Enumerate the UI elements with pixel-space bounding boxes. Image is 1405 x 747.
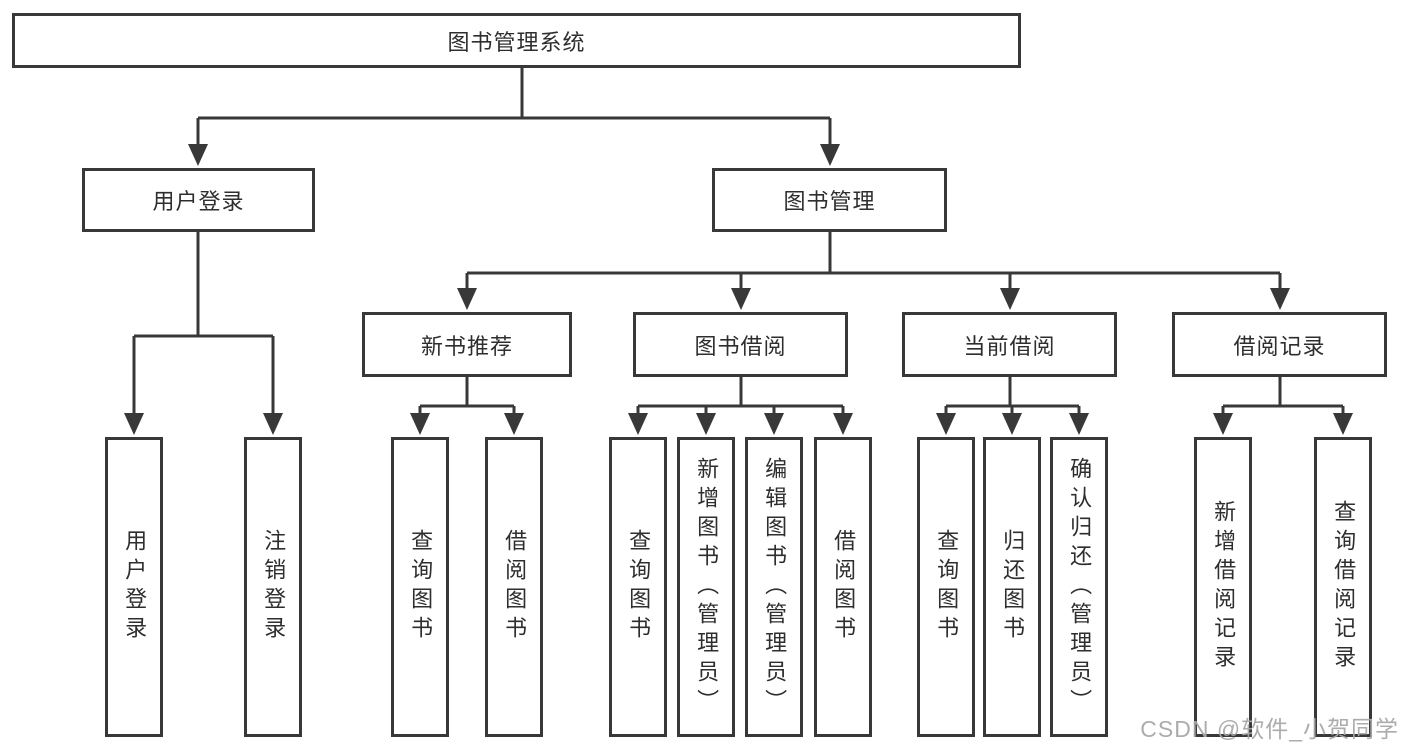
node-label: 注销登录 <box>261 529 287 645</box>
node-label: 借阅记录 <box>1233 333 1326 359</box>
arrow-down-icon <box>1002 413 1022 435</box>
arrow-down-icon <box>504 413 524 435</box>
leaf-edit-books-admin: 编辑图书（管理员） <box>745 437 803 737</box>
node-label: 归还图书 <box>1000 529 1026 645</box>
node-label: 查询图书 <box>626 529 652 645</box>
node-label: 当前借阅 <box>963 333 1056 359</box>
node-label: 查询图书 <box>408 529 434 645</box>
node-label: 查询图书 <box>934 529 960 645</box>
leaf-user-login: 用户登录 <box>105 437 163 737</box>
node-label: 用户登录 <box>122 529 148 645</box>
node-label: 图书管理系统 <box>447 29 586 55</box>
arrow-down-icon <box>124 413 144 435</box>
arrow-down-icon <box>764 413 784 435</box>
arrow-down-icon <box>820 144 840 166</box>
leaf-query-books-current: 查询图书 <box>917 437 975 737</box>
leaf-borrow-books-recommend: 借阅图书 <box>485 437 543 737</box>
connector-current-to-leaves <box>944 377 1081 416</box>
leaf-query-books-borrowing: 查询图书 <box>609 437 667 737</box>
node-label: 借阅图书 <box>831 529 857 645</box>
node-new-book-recommend: 新书推荐 <box>362 312 572 377</box>
arrow-down-icon <box>1069 413 1089 435</box>
node-label: 用户登录 <box>152 189 245 214</box>
arrowheads-group <box>124 144 1353 435</box>
connector-newbook-to-leaves <box>418 377 516 416</box>
node-label: 新增借阅记录 <box>1211 500 1237 674</box>
node-label: 借阅图书 <box>502 529 528 645</box>
leaf-return-books: 归还图书 <box>983 437 1041 737</box>
node-label: 新书推荐 <box>420 333 513 359</box>
arrow-down-icon <box>696 413 716 435</box>
node-label: 图书借阅 <box>694 333 787 359</box>
node-borrowing-records: 借阅记录 <box>1172 312 1387 377</box>
node-label: 查询借阅记录 <box>1331 500 1357 674</box>
node-label: 新增图书（管理员） <box>694 456 720 718</box>
arrow-down-icon <box>188 144 208 166</box>
csdn-watermark: CSDN @软件_小贺同学 <box>1140 716 1399 742</box>
connector-login-to-leaves <box>132 232 275 416</box>
node-book-management: 图书管理 <box>712 168 947 232</box>
node-label: 编辑图书（管理员） <box>762 456 788 718</box>
arrow-down-icon <box>1270 288 1290 310</box>
arrow-down-icon <box>410 413 430 435</box>
connector-borrowing-to-leaves <box>636 377 845 416</box>
arrow-down-icon <box>263 413 283 435</box>
leaf-borrow-books-borrowing: 借阅图书 <box>814 437 872 737</box>
leaf-confirm-return-admin: 确认归还（管理员） <box>1050 437 1108 737</box>
arrow-down-icon <box>457 288 477 310</box>
node-label: 确认归还（管理员） <box>1067 456 1093 718</box>
arrow-down-icon <box>1333 413 1353 435</box>
leaf-add-books-admin: 新增图书（管理员） <box>677 437 735 737</box>
arrow-down-icon <box>1213 413 1233 435</box>
connector-management-to-level3 <box>465 232 1282 291</box>
leaf-add-borrow-record: 新增借阅记录 <box>1194 437 1252 737</box>
leaf-logout: 注销登录 <box>244 437 302 737</box>
leaf-query-books-recommend: 查询图书 <box>391 437 449 737</box>
leaf-query-borrow-record: 查询借阅记录 <box>1314 437 1372 737</box>
arrow-down-icon <box>628 413 648 435</box>
node-current-borrowing: 当前借阅 <box>902 312 1117 377</box>
connector-records-to-leaves <box>1221 377 1345 416</box>
node-label: 图书管理 <box>783 189 876 214</box>
node-book-borrowing: 图书借阅 <box>633 312 848 377</box>
arrow-down-icon <box>1000 288 1020 310</box>
arrow-down-icon <box>833 413 853 435</box>
node-library-system: 图书管理系统 <box>12 13 1021 68</box>
arrow-down-icon <box>936 413 956 435</box>
arrow-down-icon <box>731 288 751 310</box>
connector-root-to-level2 <box>196 68 832 148</box>
node-user-login: 用户登录 <box>82 168 315 232</box>
